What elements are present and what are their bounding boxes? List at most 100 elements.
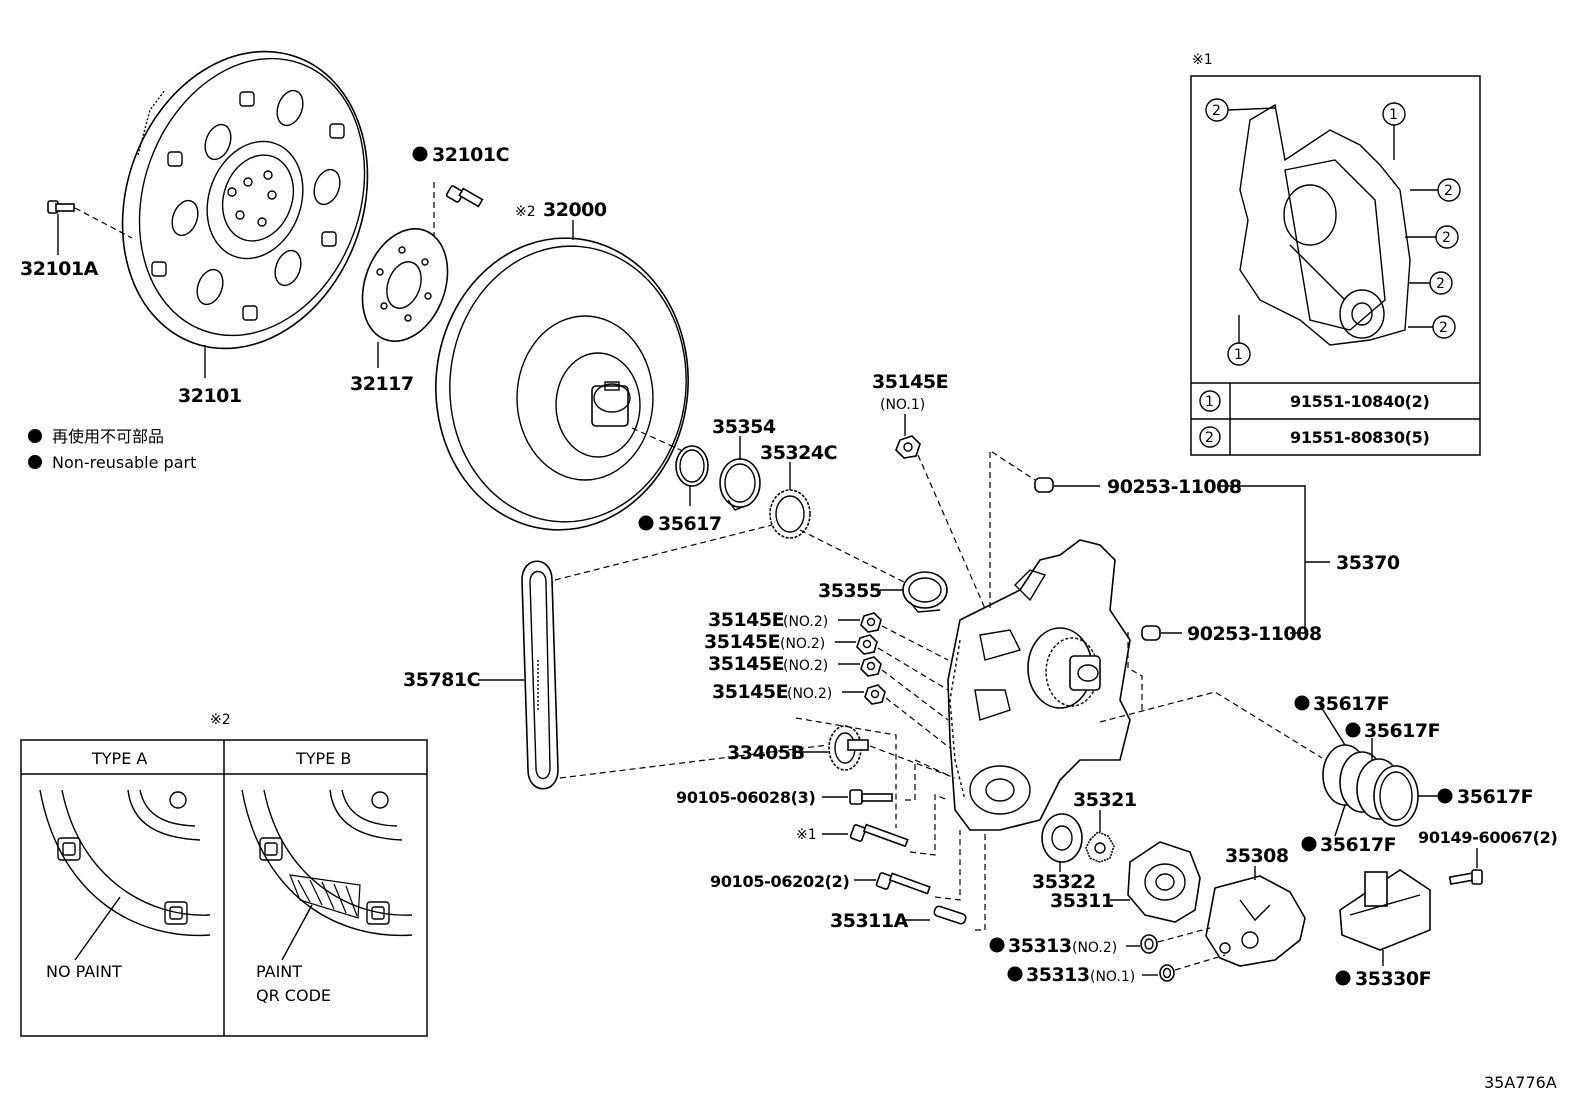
inset2-ref: ※2 <box>210 712 231 728</box>
label-35145E-b: 35145E <box>704 631 780 653</box>
inset-2-type-table: ※2 TYPE A TYPE B NO PAINT PAINT QR CODE <box>20 712 428 1037</box>
diagram-code: 35A776A <box>1484 1073 1557 1092</box>
label-32117: 32117 <box>350 373 414 395</box>
nut-35145E-no2-d[interactable] <box>864 684 886 705</box>
legend-en: Non-reusable part <box>52 453 196 472</box>
ring-35355[interactable] <box>902 571 948 613</box>
row-part-1: 91551-10840(2) <box>1290 392 1430 411</box>
label-90253-lower: 90253-11008 <box>1187 623 1322 645</box>
pump-body-35311[interactable] <box>1127 841 1201 923</box>
bolt-note1[interactable] <box>849 823 909 848</box>
note-ref-2: ※2 <box>515 204 536 220</box>
legend: 再使用不可部品 Non-reusable part <box>28 427 196 472</box>
non-reusable-mark <box>1345 722 1361 738</box>
type-b-note1: PAINT <box>256 962 302 981</box>
nut-35145E-no2-c[interactable] <box>860 656 882 677</box>
seal-rings-35617F[interactable] <box>1322 744 1419 827</box>
nut-35145E-no1[interactable] <box>895 435 921 459</box>
drive-gear-35321[interactable] <box>1085 831 1115 863</box>
label-33405B: 33405B <box>727 742 805 764</box>
snap-ring-35354[interactable] <box>719 458 761 511</box>
non-reusable-mark <box>1007 966 1023 982</box>
o-ring-35617[interactable] <box>675 445 709 487</box>
label-90149: 90149-60067(2) <box>1418 828 1558 847</box>
label-32101: 32101 <box>178 385 242 407</box>
callout-2: 2 <box>1436 276 1445 292</box>
label-35311A: 35311A <box>830 910 909 932</box>
driven-gear-35322[interactable] <box>1041 813 1083 863</box>
label-35313-no1: 35313 <box>1026 964 1090 986</box>
row-part-2: 91551-80830(5) <box>1290 428 1430 447</box>
label-35617F-d: 35617F <box>1320 834 1396 856</box>
callout-2: 2 <box>1444 183 1453 199</box>
inset1-ref: ※1 <box>1192 52 1213 68</box>
label-35324C: 35324C <box>760 442 837 464</box>
label-35370: 35370 <box>1336 552 1400 574</box>
type-a-header: TYPE A <box>91 749 147 768</box>
pin-90253-upper[interactable] <box>1034 477 1054 493</box>
oil-pump-housing[interactable] <box>947 539 1131 831</box>
label-35313-no2: 35313 <box>1008 935 1072 957</box>
bolt-90105-06028[interactable] <box>849 789 893 805</box>
callout-2: 2 <box>1212 103 1221 119</box>
label-90105-06028: 90105-06028(3) <box>676 788 816 807</box>
plate-32117[interactable] <box>348 217 463 353</box>
row-key-2: 2 <box>1205 430 1214 446</box>
non-reusable-mark <box>989 937 1005 953</box>
label-no2: (NO.2) <box>780 636 825 652</box>
nut-35145E-no2-a[interactable] <box>860 612 882 633</box>
label-no2: (NO.2) <box>787 686 832 702</box>
pin-90253-lower[interactable] <box>1141 625 1161 641</box>
label-90105-06202: 90105-06202(2) <box>710 872 850 891</box>
label-32101A: 32101A <box>20 258 99 280</box>
type-b-note2: QR CODE <box>256 986 331 1005</box>
row-key-1: 1 <box>1205 394 1214 410</box>
callout-1: 1 <box>1389 107 1398 123</box>
o-ring-35313-no1[interactable] <box>1159 964 1175 982</box>
nut-35145E-no2-b[interactable] <box>856 634 878 655</box>
valve-body-35308[interactable] <box>1205 875 1306 967</box>
type-b-header: TYPE B <box>295 749 351 768</box>
label-35322: 35322 <box>1032 871 1096 893</box>
label-35308: 35308 <box>1225 845 1289 867</box>
callout-1: 1 <box>1234 347 1243 363</box>
label-35145E-c: 35145E <box>708 653 784 675</box>
bolt-32101C[interactable] <box>445 185 484 208</box>
label-90253-upper: 90253-11008 <box>1107 476 1242 498</box>
label-35145E-a: 35145E <box>708 609 784 631</box>
bolt-90149[interactable] <box>1448 869 1483 885</box>
label-no2: (NO.2) <box>1072 940 1117 956</box>
label-32000: 32000 <box>543 199 607 221</box>
label-35617F-a: 35617F <box>1313 693 1389 715</box>
type-a-note: NO PAINT <box>46 962 122 981</box>
note-ref-1: ※1 <box>796 827 817 843</box>
label-35145E-d: 35145E <box>712 681 788 703</box>
label-35355: 35355 <box>818 580 882 602</box>
non-reusable-mark <box>638 515 654 531</box>
label-35145E-no1: 35145E <box>872 371 948 393</box>
bolt-90105-06202[interactable] <box>875 872 931 895</box>
torque-converter-32000[interactable] <box>424 228 700 541</box>
gear-35324C[interactable] <box>769 489 811 539</box>
label-32101C: 32101C <box>432 144 509 166</box>
label-35311: 35311 <box>1050 890 1114 912</box>
drive-plate-32101[interactable] <box>82 17 408 383</box>
strainer-35330F[interactable] <box>1339 869 1431 951</box>
o-ring-35313-no2[interactable] <box>1140 934 1158 954</box>
label-no2: (NO.2) <box>783 658 828 674</box>
bolt-32101A[interactable] <box>47 200 75 214</box>
label-no1: (NO.1) <box>1090 969 1135 985</box>
label-35354: 35354 <box>712 416 776 438</box>
pin-35311A[interactable] <box>933 905 967 925</box>
non-reusable-mark <box>1294 695 1310 711</box>
gear-33405B[interactable] <box>828 725 869 771</box>
label-35617F-c: 35617F <box>1457 786 1533 808</box>
chain-35781C[interactable] <box>521 560 559 790</box>
non-reusable-mark <box>1301 836 1317 852</box>
label-35321: 35321 <box>1073 789 1137 811</box>
legend-jp: 再使用不可部品 <box>52 427 164 446</box>
label-no2: (NO.2) <box>783 614 828 630</box>
non-reusable-mark <box>412 146 428 162</box>
